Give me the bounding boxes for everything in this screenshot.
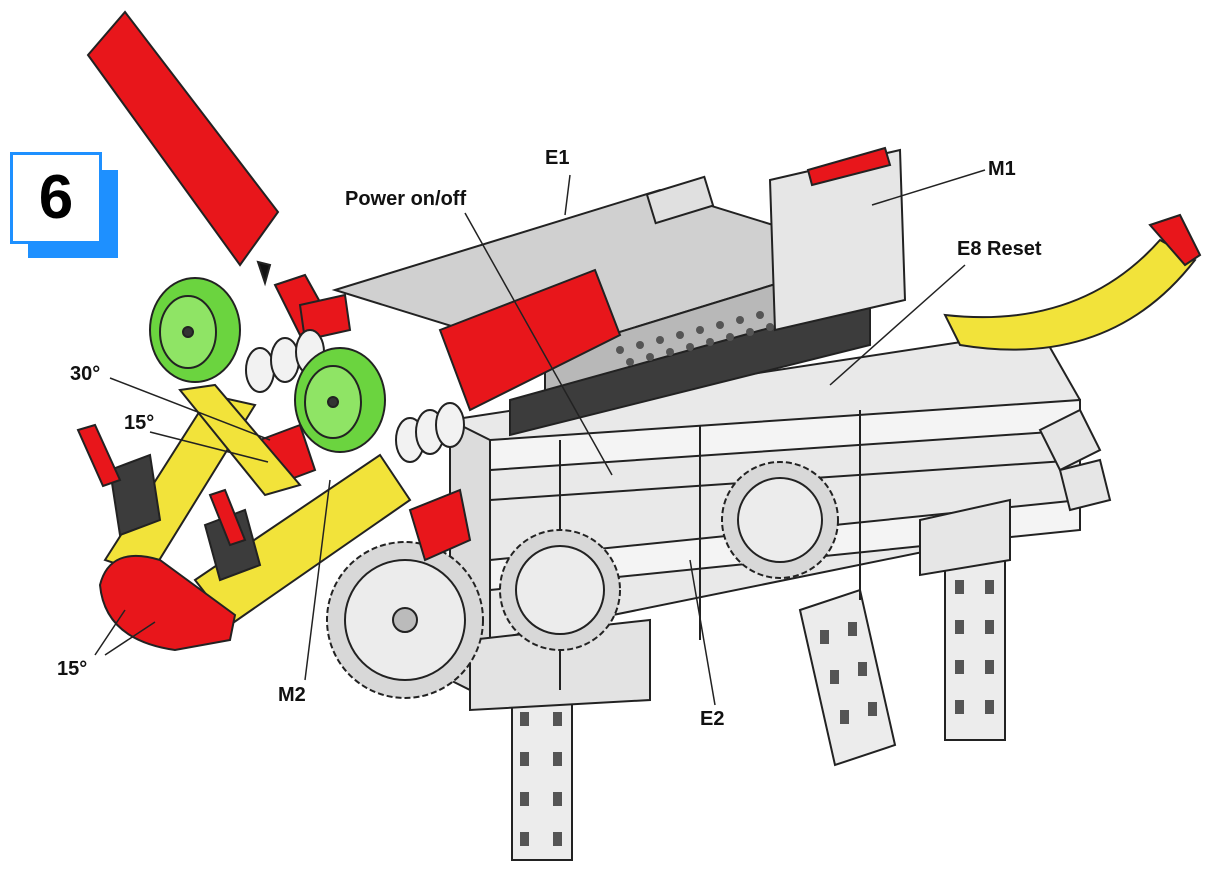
gear-front — [326, 541, 484, 699]
step-number: 6 — [38, 163, 74, 232]
controller-box — [331, 175, 874, 437]
label-e2: E2 — [700, 708, 725, 730]
leg-middle — [798, 588, 897, 767]
label-m1: M1 — [988, 158, 1016, 180]
head-red-cubes — [258, 423, 472, 562]
red-plate — [438, 268, 622, 412]
head-yellow-arms — [98, 383, 412, 652]
tail-arc — [943, 213, 1202, 351]
wheel-right — [294, 347, 386, 453]
wheel-left — [149, 277, 241, 383]
head-horns — [76, 423, 262, 582]
label-m2: M2 — [278, 684, 306, 706]
label-e8-reset: E8 Reset — [957, 238, 1042, 260]
motor-m1 — [768, 146, 907, 332]
leg-rear — [944, 559, 1006, 741]
step-badge-box: 6 — [10, 152, 102, 244]
label-angle-15-lower: 15° — [57, 658, 88, 680]
red-flag — [86, 10, 352, 342]
step-badge: 6 — [10, 152, 120, 262]
leader-lines — [94, 169, 986, 706]
rear-joints — [919, 408, 1112, 577]
label-angle-15-upper: 15° — [124, 412, 155, 434]
label-angle-30: 30° — [70, 363, 101, 385]
label-power-switch: Power on/off — [345, 188, 467, 210]
leg-front-left — [511, 689, 573, 861]
label-e1: E1 — [545, 147, 570, 169]
spring-axle — [245, 329, 465, 463]
gear-rear — [721, 461, 839, 579]
gear-middle — [499, 529, 621, 651]
